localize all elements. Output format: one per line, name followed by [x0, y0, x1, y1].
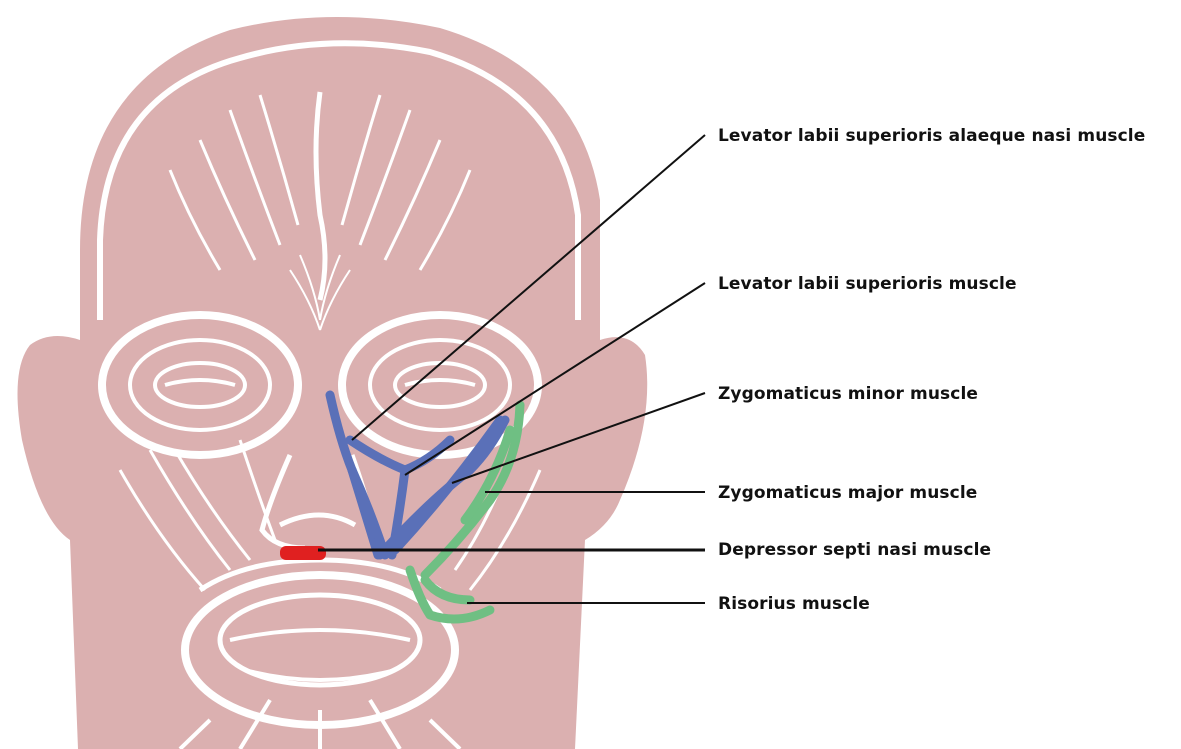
label-zygomaticus-minor: Zygomaticus minor muscle [718, 386, 978, 403]
label-depressor-septi-nasi: Depressor septi nasi muscle [718, 542, 991, 559]
head-outline [18, 17, 648, 749]
label-zygomaticus-major: Zygomaticus major muscle [718, 485, 977, 502]
label-levator-labii-superioris: Levator labii superioris muscle [718, 276, 1017, 293]
head-illustration [18, 17, 648, 749]
label-levator-labii-superioris-alaeque-nasi: Levator labii superioris alaeque nasi mu… [718, 128, 1145, 145]
depressor-septi-muscle [280, 546, 326, 560]
label-risorius: Risorius muscle [718, 596, 870, 613]
